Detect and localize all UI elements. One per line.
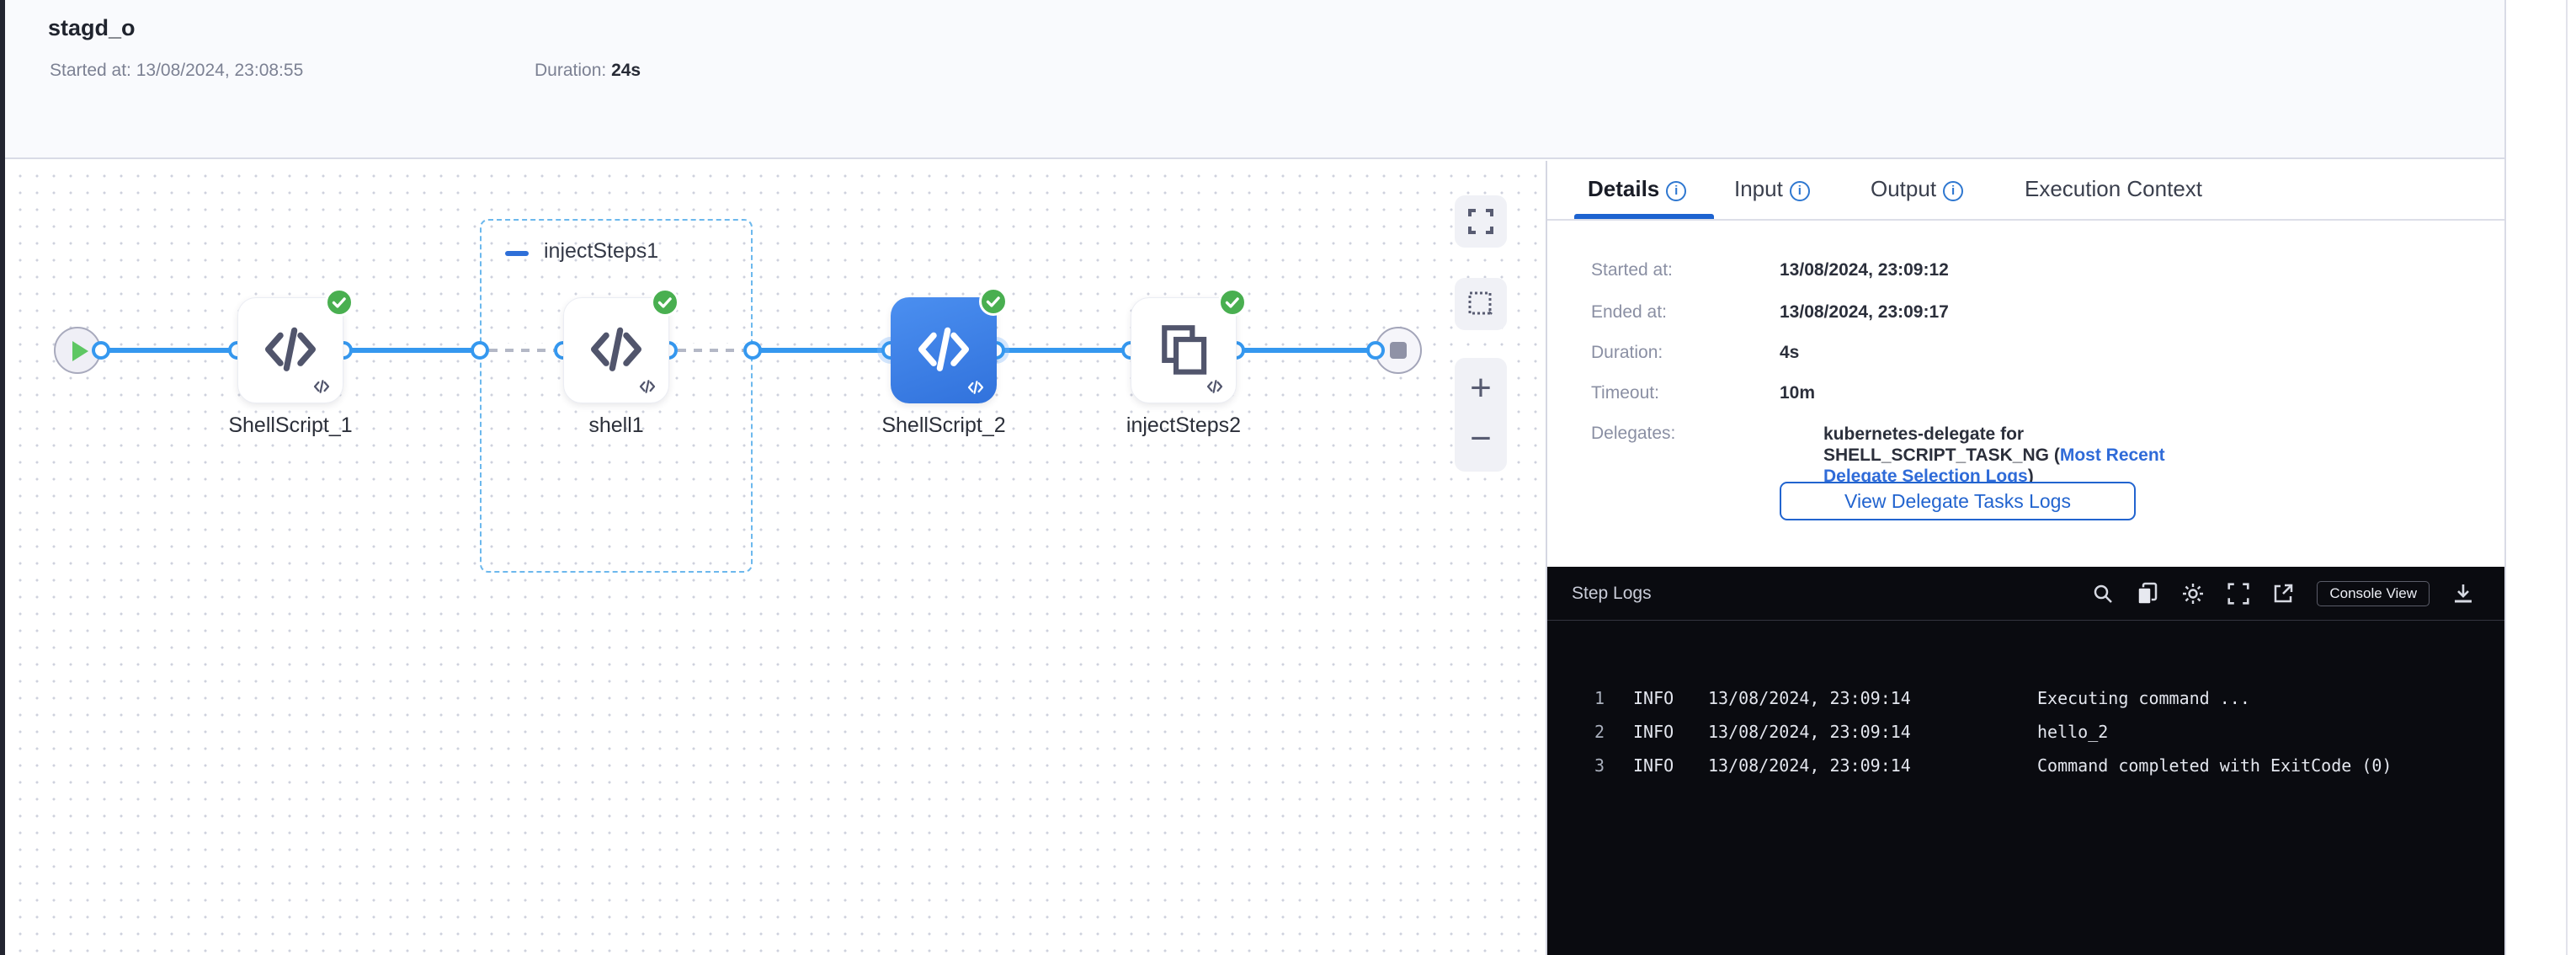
dashed-connector xyxy=(489,349,554,352)
step-group-injectSteps1 xyxy=(480,219,753,573)
copy-icon xyxy=(2137,582,2158,605)
step-label: injectSteps2 xyxy=(1126,413,1242,437)
code-mini-icon xyxy=(965,380,987,395)
detail-row: Ended at:13/08/2024, 23:09:17 xyxy=(1591,302,1949,322)
view-delegate-tasks-logs-button[interactable]: View Delegate Tasks Logs xyxy=(1780,482,2136,520)
execution-header: stagd_o Started at: 13/08/2024, 23:08:55… xyxy=(5,0,2504,159)
step-node-shellscript-2-selected[interactable] xyxy=(891,287,1008,403)
code-icon xyxy=(263,324,318,375)
code-mini-icon xyxy=(311,379,333,394)
log-settings-button[interactable] xyxy=(2181,582,2205,606)
port xyxy=(1366,341,1385,360)
fit-to-screen-button[interactable] xyxy=(1455,195,1507,248)
marquee-select-icon xyxy=(1468,291,1493,315)
stop-icon xyxy=(1390,342,1407,359)
copy-steps-icon xyxy=(1158,323,1210,376)
success-badge xyxy=(325,288,354,317)
step-label: ShellScript_1 xyxy=(228,413,353,437)
code-mini-icon xyxy=(1204,379,1226,394)
right-scroll-gutter xyxy=(2504,0,2576,955)
copy-logs-button[interactable] xyxy=(2137,582,2158,606)
play-icon xyxy=(72,341,88,361)
port xyxy=(92,341,110,360)
download-logs-button[interactable] xyxy=(2452,583,2474,605)
external-link-icon xyxy=(2275,584,2293,602)
dashed-connector xyxy=(678,349,743,352)
code-icon xyxy=(916,324,971,375)
code-mini-icon xyxy=(636,379,658,394)
console-view-button[interactable]: Console View xyxy=(2317,580,2430,606)
code-icon xyxy=(588,324,644,375)
tab-execution-context[interactable]: Execution Context xyxy=(2025,176,2203,201)
left-edge-strip xyxy=(0,0,5,955)
info-icon[interactable]: i xyxy=(1943,181,1964,201)
expand-logs-button[interactable] xyxy=(2227,582,2249,605)
info-icon[interactable]: i xyxy=(1789,181,1810,201)
started-at-text: Started at: 13/08/2024, 23:08:55 xyxy=(50,61,304,80)
zoom-in-button[interactable]: + xyxy=(1470,367,1492,408)
download-icon xyxy=(2455,584,2472,602)
gutter-divider xyxy=(2566,0,2568,955)
fullscreen-icon xyxy=(1468,209,1493,234)
step-label: shell1 xyxy=(588,413,644,437)
step-node-shell1[interactable] xyxy=(563,288,679,403)
zoom-out-button[interactable]: − xyxy=(1470,418,1492,459)
delegate-selection-logs-link[interactable]: Most Recent Delegate Selection Logs xyxy=(1823,445,2165,486)
success-badge xyxy=(651,288,679,317)
success-badge xyxy=(1218,288,1247,317)
detail-row: Started at:13/08/2024, 23:09:12 xyxy=(1591,260,1949,280)
port xyxy=(471,341,489,360)
port xyxy=(743,341,762,360)
success-badge xyxy=(979,287,1008,316)
detail-row-delegates: Delegates: kubernetes-delegate for SHELL… xyxy=(1591,424,2165,486)
step-label: ShellScript_2 xyxy=(881,413,1006,437)
search-logs-button[interactable] xyxy=(2092,583,2114,605)
marquee-select-button[interactable] xyxy=(1455,278,1507,330)
step-logs-title: Step Logs xyxy=(1572,583,1652,603)
pipeline-canvas[interactable]: injectSteps1 xyxy=(5,161,1547,955)
fullscreen-icon xyxy=(2227,582,2249,605)
collapse-group-icon[interactable] xyxy=(505,251,529,256)
open-in-new-tab-button[interactable] xyxy=(2272,583,2294,605)
search-icon xyxy=(2094,584,2113,603)
duration-text: Duration: 24s xyxy=(535,61,641,80)
gear-icon xyxy=(2183,583,2204,604)
group-label: injectSteps1 xyxy=(544,239,659,263)
step-node-injectsteps2[interactable] xyxy=(1131,288,1247,403)
active-tab-underline xyxy=(1574,214,1714,219)
step-node-shellscript-1[interactable] xyxy=(237,288,354,403)
detail-row: Duration:4s xyxy=(1591,343,1800,362)
stage-title: stagd_o xyxy=(48,15,136,40)
detail-row: Timeout:10m xyxy=(1591,383,1816,403)
step-logs-header: Step Logs Console View xyxy=(1547,567,2504,621)
info-icon[interactable]: i xyxy=(1666,181,1687,201)
zoom-controls: + − xyxy=(1455,358,1507,472)
